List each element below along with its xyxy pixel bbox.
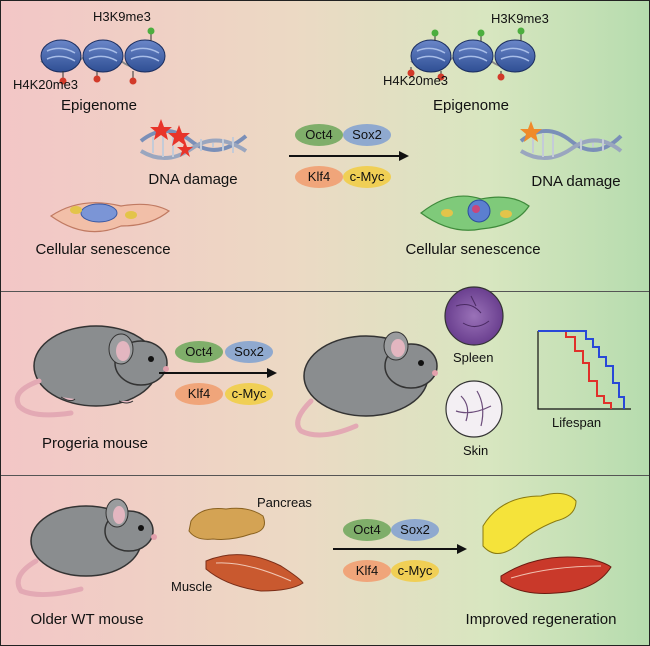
cmyc-label-1: c-Myc [349, 169, 385, 184]
factor-pills-panel1 [295, 124, 391, 188]
factor-pills-panel3 [343, 519, 439, 582]
senescence-label-right: Cellular senescence [405, 241, 541, 258]
pancreas-regenerated [482, 492, 577, 554]
progeria-mouse-illustration [14, 325, 169, 418]
h3k9me3-label-right: H3K9me3 [491, 11, 549, 26]
young-cell-right [420, 195, 530, 231]
damage-star-right [520, 121, 542, 142]
dna-damage-label-left: DNA damage [148, 171, 238, 188]
factor-pills-panel2 [175, 341, 273, 405]
older-wt-mouse-illustration [15, 498, 157, 597]
epigenome-label-left: Epigenome [61, 97, 137, 114]
older-wt-mouse-label: Older WT mouse [30, 611, 144, 628]
skin-label: Skin [463, 443, 489, 458]
pancreas-aged [188, 507, 265, 540]
damage-star-2 [168, 125, 190, 146]
sox2-label-2: Sox2 [234, 344, 264, 359]
progeria-mouse-label: Progeria mouse [42, 435, 148, 452]
dna-helix-right [519, 121, 623, 160]
spleen-label: Spleen [453, 350, 494, 365]
epigenome-left [40, 27, 166, 85]
lifespan-plot [537, 330, 631, 410]
sox2-label-1: Sox2 [352, 127, 382, 142]
oct4-label-2: Oct4 [185, 344, 213, 359]
h3k9me3-label-left: H3K9me3 [93, 9, 151, 24]
klf4-label-1: Klf4 [307, 169, 331, 184]
pancreas-label: Pancreas [257, 495, 312, 510]
muscle-aged [205, 554, 304, 592]
lifespan-control-curve [538, 330, 612, 409]
panel-divider-1 [1, 291, 649, 292]
cmyc-label-3: c-Myc [397, 563, 433, 578]
oct4-label-1: Oct4 [305, 127, 333, 142]
epigenome-label-right: Epigenome [433, 97, 509, 114]
klf4-label-2: Klf4 [187, 386, 211, 401]
oct4-label-3: Oct4 [353, 522, 381, 537]
sox2-label-3: Sox2 [400, 522, 430, 537]
h4k20me3-label-right: H4K20me3 [383, 73, 449, 88]
muscle-label: Muscle [171, 579, 213, 594]
epigenome-right [407, 27, 536, 81]
dna-helix-left [139, 119, 248, 160]
senescence-label-left: Cellular senescence [35, 241, 171, 258]
damage-star-1 [150, 119, 172, 140]
spleen-histology [444, 286, 504, 346]
skin-histology [445, 380, 503, 438]
rejuvenated-mouse-illustration [295, 331, 438, 438]
klf4-label-3: Klf4 [355, 563, 379, 578]
senescent-cell-left [49, 202, 171, 233]
h4k20me3-label-left: H4K20me3 [13, 77, 79, 92]
cmyc-label-2: c-Myc [231, 386, 267, 401]
lifespan-label: Lifespan [552, 415, 602, 430]
dna-damage-label-right: DNA damage [531, 173, 621, 190]
lifespan-treated-curve [538, 330, 625, 409]
improved-regeneration-label: Improved regeneration [465, 611, 617, 628]
panel-divider-2 [1, 475, 649, 476]
muscle-regenerated [500, 556, 612, 594]
damage-star-3 [177, 141, 193, 157]
